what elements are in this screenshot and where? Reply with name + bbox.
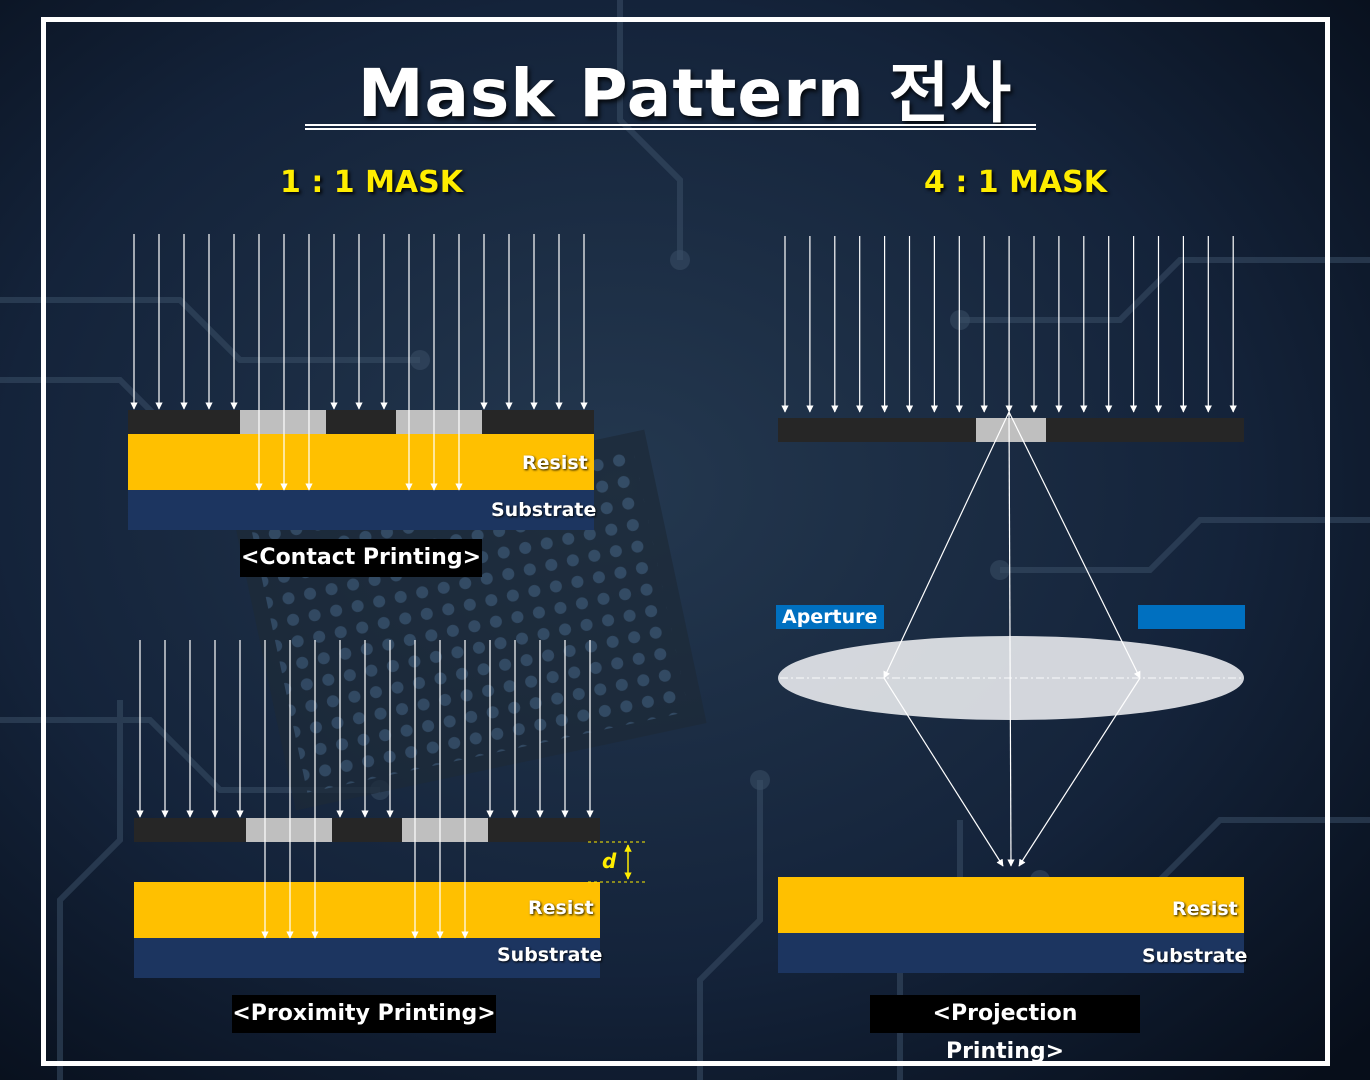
projection-diffraction-rays <box>883 411 1141 867</box>
contact-mask <box>128 410 594 434</box>
projection-substrate-layer <box>778 933 1244 973</box>
projection-caption: <Projection Printing> <box>870 995 1140 1064</box>
contact-resist-label: Resist <box>522 452 588 474</box>
contact-resist-layer <box>128 434 594 490</box>
aperture-right <box>1138 605 1245 629</box>
projection-light-rays <box>781 236 1237 413</box>
page-title: Mask Pattern 전사 <box>357 55 1013 132</box>
gap-distance-label: d <box>602 849 617 873</box>
projection-substrate-label: Substrate <box>1142 945 1248 967</box>
proximity-resist-label: Resist <box>528 897 594 919</box>
proximity-substrate-layer <box>134 938 600 978</box>
gap-indicator <box>588 841 648 883</box>
proximity-caption: <Proximity Printing> <box>232 995 496 1033</box>
contact-substrate-label: Substrate <box>491 499 597 521</box>
heading-4to1-mask: 4 : 1 MASK <box>924 165 1108 200</box>
projection-mask-opening <box>976 418 1046 442</box>
proximity-substrate-label: Substrate <box>497 944 603 966</box>
heading-1to1-mask: 1 : 1 MASK <box>280 165 464 200</box>
projection-resist-label: Resist <box>1172 898 1238 920</box>
proximity-mask-opening <box>246 818 332 842</box>
proximity-mask-opening <box>402 818 488 842</box>
title-underline-bottom <box>305 128 1036 130</box>
slide-frame <box>41 17 1330 1066</box>
contact-mask-opening <box>240 410 326 434</box>
proximity-light-rays <box>136 640 594 939</box>
contact-caption: <Contact Printing> <box>240 539 482 577</box>
proximity-resist-layer <box>134 882 600 938</box>
proximity-mask <box>134 818 600 842</box>
contact-substrate-layer <box>128 490 594 530</box>
projection-resist-layer <box>778 877 1244 933</box>
title-underline-top <box>305 124 1036 126</box>
aperture-left: Aperture <box>776 605 884 629</box>
contact-mask-opening <box>396 410 482 434</box>
contact-light-rays <box>130 234 588 491</box>
